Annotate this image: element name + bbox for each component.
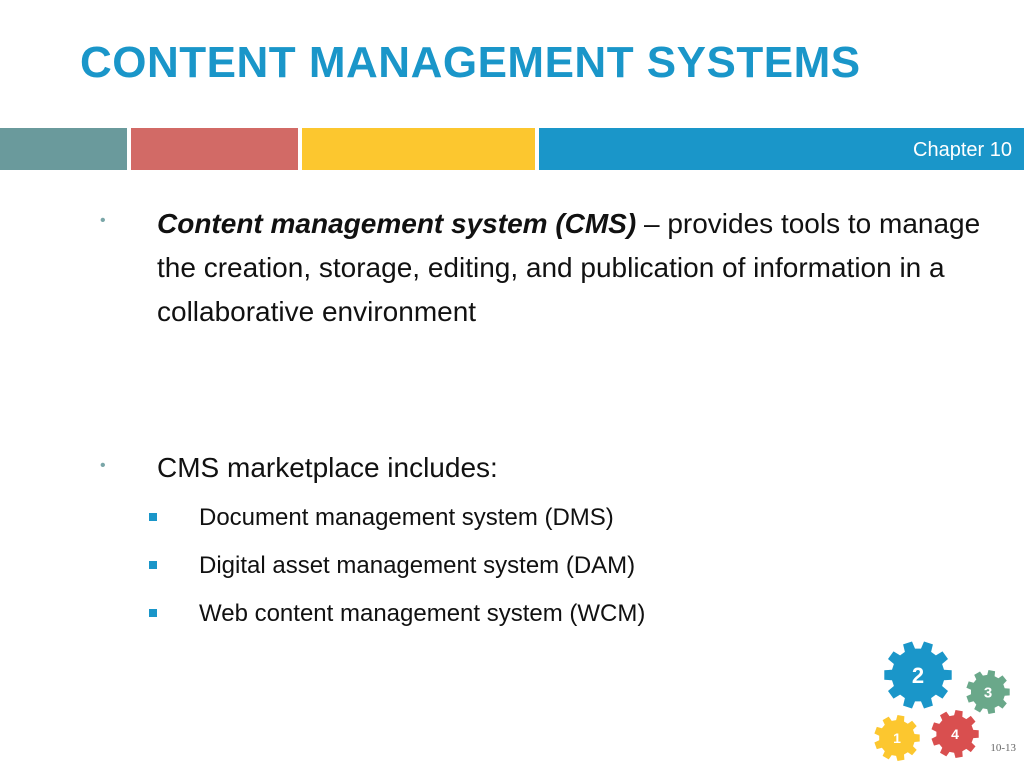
cms-definition-text: provides tools to manage the creation, s… — [157, 208, 981, 327]
list-item-dms: Document management system (DMS) — [199, 504, 614, 531]
gear-4-icon: 4 — [931, 710, 979, 758]
sub-bullet-square — [149, 609, 157, 617]
gear-shape — [874, 715, 920, 761]
term-dash: – — [636, 208, 668, 239]
accent-bar-teal — [0, 128, 127, 170]
accent-bar-yellow — [302, 128, 535, 170]
gear-label: 2 — [912, 663, 924, 688]
gears-graphic: 2 3 1 4 — [874, 641, 1010, 761]
bullet-dot: • — [100, 457, 106, 474]
gear-shape — [884, 641, 952, 709]
sub-bullet-square — [149, 561, 157, 569]
chapter-label: Chapter 10 — [913, 139, 1012, 161]
gear-label: 3 — [984, 684, 992, 701]
gear-label: 1 — [893, 730, 901, 746]
sub-bullet-square — [149, 513, 157, 521]
gear-2-icon: 2 — [884, 641, 952, 709]
gear-3-icon: 3 — [966, 670, 1010, 714]
accent-bar-red — [131, 128, 298, 170]
cms-term: Content management system (CMS) — [157, 208, 637, 239]
gear-1-icon: 1 — [874, 715, 920, 761]
accent-bar-blue — [539, 128, 1024, 170]
bullet-dot: • — [100, 212, 106, 229]
list-item-dam: Digital asset management system (DAM) — [199, 552, 636, 579]
gear-shape — [931, 710, 979, 758]
gear-label: 4 — [951, 726, 959, 742]
bullet-cms-marketplace: CMS marketplace includes: — [157, 452, 498, 483]
slide-number: 10-13 — [990, 742, 1016, 754]
slide-title: CONTENT MANAGEMENT SYSTEMS — [80, 38, 861, 87]
bullet-cms-definition: Content management system (CMS) – provid… — [157, 202, 1002, 334]
list-item-wcm: Web content management system (WCM) — [199, 600, 646, 627]
gear-shape — [966, 670, 1010, 714]
